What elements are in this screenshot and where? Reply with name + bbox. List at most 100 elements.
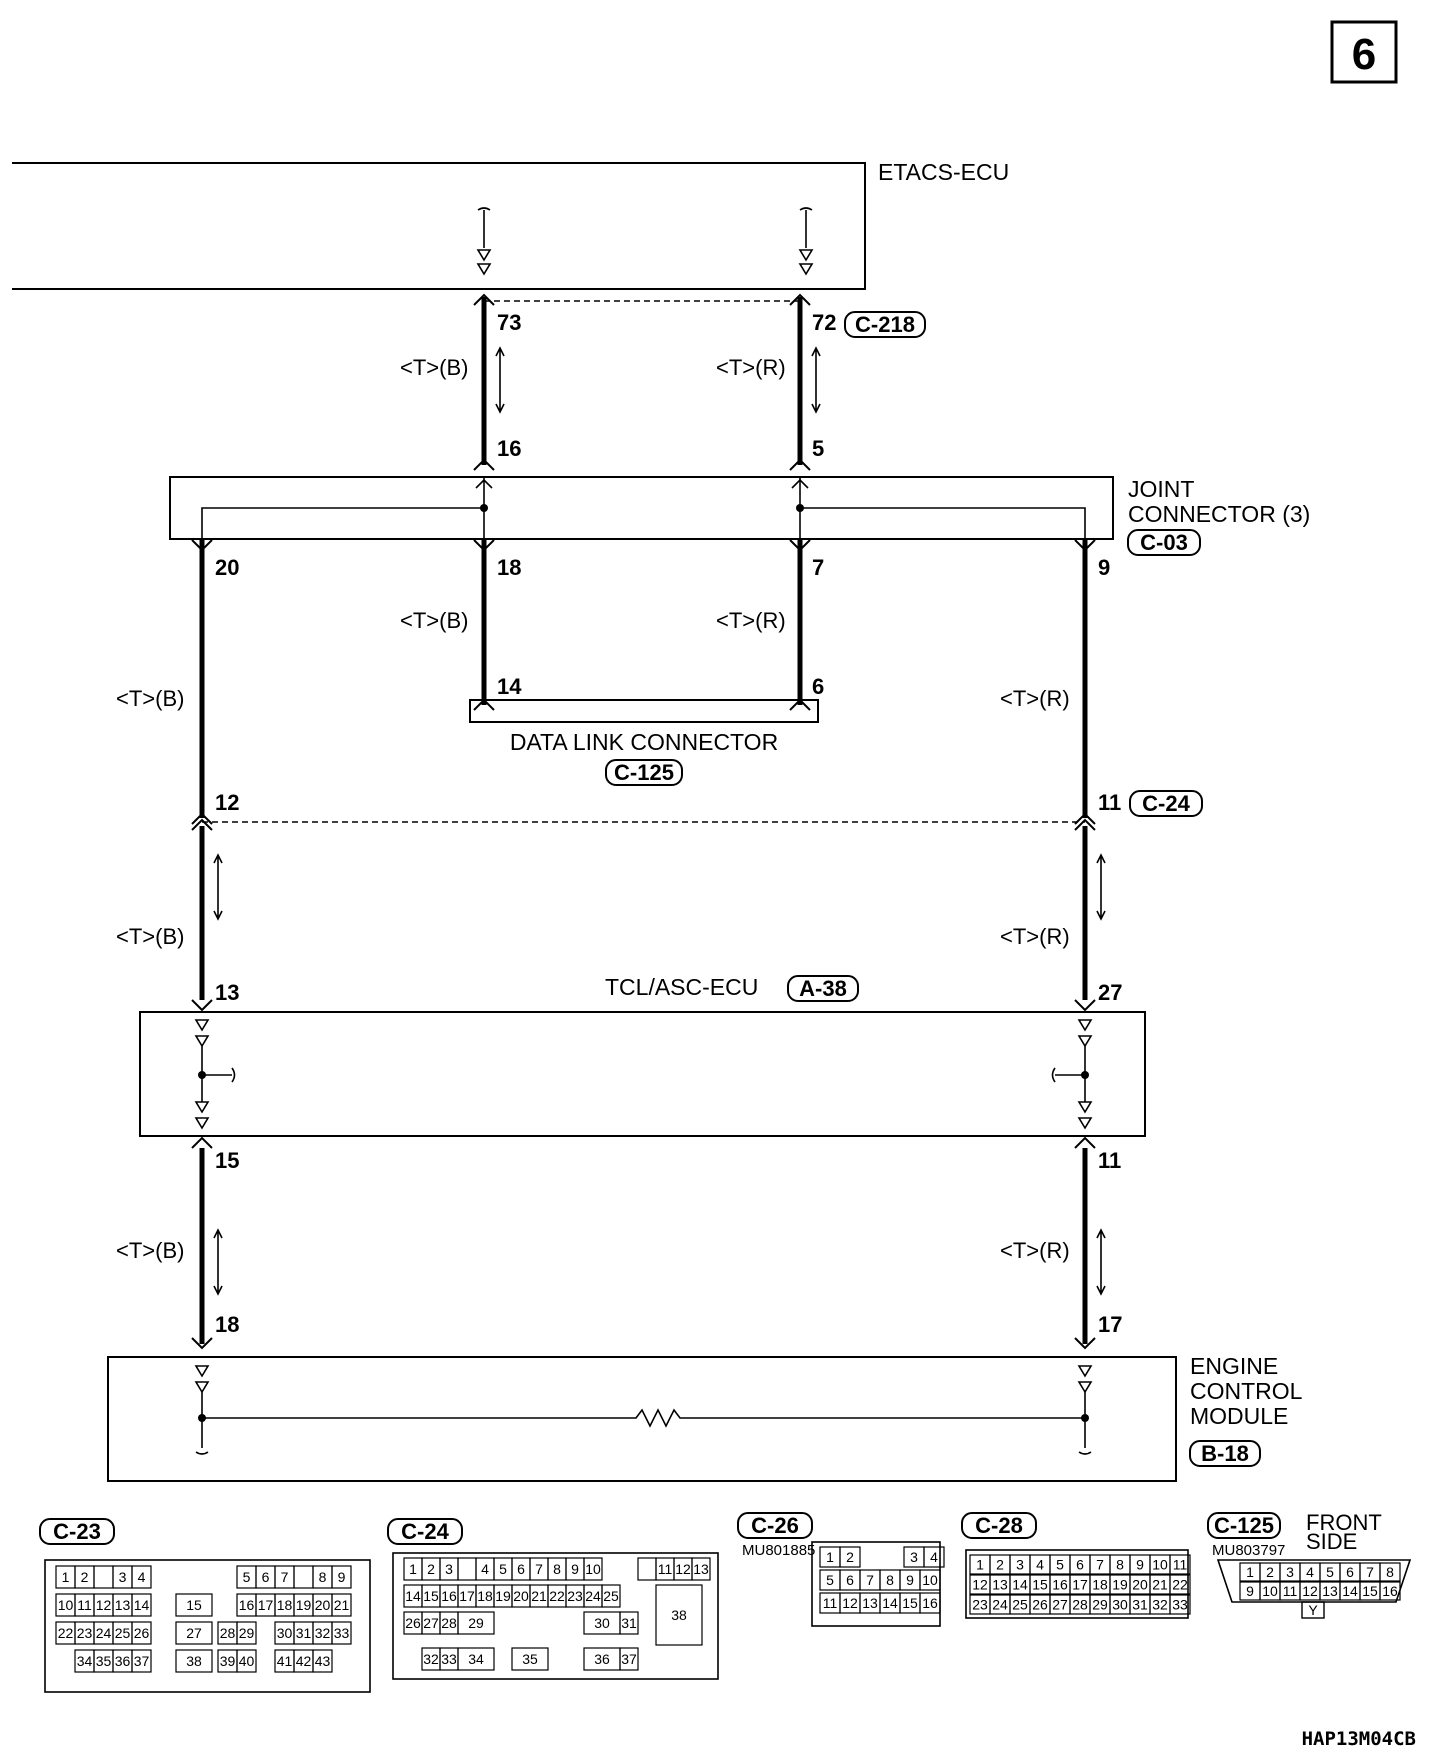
pin-numbers: 73 72 16 5 20 18 7 9 14 6 12 11 13 27 15… — [215, 310, 1122, 1337]
pin-cell-label: 27 — [423, 1615, 439, 1631]
pin-cell-label: 8 — [319, 1569, 327, 1585]
pin-cell-label: 18 — [277, 1597, 293, 1613]
pin-cell-label: 29 — [239, 1625, 255, 1641]
diagram-code: HAP13M04CB — [1302, 1728, 1416, 1750]
pin-cell-label: 27 — [186, 1625, 202, 1641]
tcl-asc-ecu-label: TCL/ASC-ECU — [605, 974, 758, 1000]
pin-cell — [1169, 1554, 1191, 1575]
wire-code-red: <T>(R) — [1000, 686, 1070, 711]
connector-c23-code: C-23 — [53, 1519, 101, 1544]
joint-connector-box: JOINT CONNECTOR (3) C-03 — [169, 476, 1310, 556]
pin-cell-label: 19 — [1112, 1577, 1128, 1593]
pin-cell — [1379, 1581, 1401, 1601]
pin-cell — [236, 1621, 257, 1645]
pin-cell-label: 36 — [115, 1653, 131, 1669]
pin-cell — [131, 1593, 152, 1617]
pin-cell-label: 28 — [1072, 1597, 1088, 1613]
pin-73: 73 — [497, 310, 521, 335]
pin-cell-label: 14 — [1342, 1583, 1358, 1599]
pin-cell — [331, 1621, 352, 1645]
pin-cell-label: 30 — [1112, 1597, 1128, 1613]
pin-cell — [293, 1565, 314, 1589]
pin-cell — [457, 1647, 495, 1671]
pin-cell-label: 43 — [315, 1653, 331, 1669]
pin-cell-label: 19 — [296, 1597, 312, 1613]
pin-cell-label: 33 — [1172, 1597, 1188, 1613]
wire-color-codes: <T>(B) <T>(R) <T>(B) <T>(R) <T>(B) <T>(R… — [116, 355, 1070, 1263]
pin-cell — [511, 1647, 549, 1671]
pin-27: 27 — [1098, 980, 1122, 1005]
pin-cell — [919, 1592, 941, 1614]
pin-cell-label: 2 — [996, 1557, 1004, 1573]
pin-cell-label: 20 — [513, 1588, 529, 1604]
pin-cell-label: 29 — [1092, 1597, 1108, 1613]
pin-cell-label: 20 — [315, 1597, 331, 1613]
pin-cell-label: 11 — [823, 1595, 838, 1611]
pin-18-ecm: 18 — [215, 1312, 239, 1337]
pin-cell-label: 36 — [594, 1651, 610, 1667]
pin-cell-label: 4 — [930, 1549, 938, 1565]
pin-cell-label: 1 — [409, 1561, 417, 1577]
pin-cell — [236, 1649, 257, 1673]
pin-cell — [131, 1621, 152, 1645]
joint-connector-label-line1: JOINT — [1128, 476, 1194, 502]
pin-cell-label: 30 — [277, 1625, 293, 1641]
pin-cell-label: 32 — [1152, 1597, 1168, 1613]
pin-cell — [175, 1649, 213, 1673]
pin-cell — [457, 1557, 477, 1581]
pin-cell-label: 10 — [1262, 1583, 1278, 1599]
connector-c24-inline: C-24 — [1142, 791, 1190, 816]
pin-cell-label: 40 — [239, 1653, 255, 1669]
pin-cell-label: 1 — [826, 1549, 834, 1565]
pin-cell-label: 11 — [1173, 1557, 1188, 1573]
pin-cell-label: 14 — [405, 1588, 421, 1604]
connector-c24-code: C-24 — [401, 1519, 449, 1544]
connector-c125-key: Y — [1308, 1602, 1318, 1618]
pin-cell — [1379, 1562, 1401, 1582]
pin-cell — [619, 1647, 639, 1671]
connector-c218: C-218 — [855, 312, 915, 337]
pin-cell-label: 30 — [594, 1615, 610, 1631]
pin-cell-label: 37 — [621, 1651, 637, 1667]
pin-cell-label: 24 — [992, 1597, 1008, 1613]
pin-cell-label: 15 — [1362, 1583, 1378, 1599]
pin-cell-label: 25 — [603, 1588, 619, 1604]
pin-cell — [93, 1565, 114, 1589]
pin-cell-label: 6 — [846, 1572, 854, 1588]
pin-cell — [583, 1557, 603, 1581]
pin-cell-label: 12 — [842, 1595, 858, 1611]
pin-9: 9 — [1098, 555, 1110, 580]
connector-c125-code: C-125 — [1214, 1513, 1274, 1538]
pin-20: 20 — [215, 555, 239, 580]
pin-cell-label: 7 — [1366, 1564, 1374, 1580]
pin-cell-label: 9 — [1246, 1583, 1254, 1599]
pin-cell-label: 38 — [671, 1607, 687, 1623]
pin-cell-label: 4 — [138, 1569, 146, 1585]
pin-cell-label: 42 — [296, 1653, 312, 1669]
pin-cell-label: 13 — [1322, 1583, 1338, 1599]
pin-cell-label: 39 — [220, 1653, 236, 1669]
tcl-asc-ecu-code: A-38 — [799, 976, 847, 1001]
pin-cell-label: 11 — [77, 1597, 92, 1613]
pin-cell-label: 14 — [882, 1595, 898, 1611]
pin-11-c24: 11 — [1098, 790, 1121, 815]
pin-cell-label: 2 — [846, 1549, 854, 1565]
pin-cell-label: 10 — [585, 1561, 601, 1577]
ecm-label-line2: CONTROL — [1190, 1378, 1303, 1404]
pin-cell-label: 4 — [1036, 1557, 1044, 1573]
pin-cell-label: 6 — [1076, 1557, 1084, 1573]
pin-cell-label: 15 — [902, 1595, 918, 1611]
pin-cell-label: 37 — [134, 1653, 150, 1669]
pin-cell — [131, 1565, 152, 1589]
pin-cell-label: 25 — [1012, 1597, 1028, 1613]
pin-cell-label: 2 — [1266, 1564, 1274, 1580]
pin-cell — [1169, 1594, 1191, 1615]
pin-cell-label: 1 — [62, 1569, 70, 1585]
wire-code-black: <T>(B) — [400, 608, 468, 633]
pin-cell-label: 22 — [1172, 1577, 1188, 1593]
connector-c125-side-line2: SIDE — [1306, 1529, 1357, 1554]
etacs-internal-terminals — [476, 207, 814, 276]
